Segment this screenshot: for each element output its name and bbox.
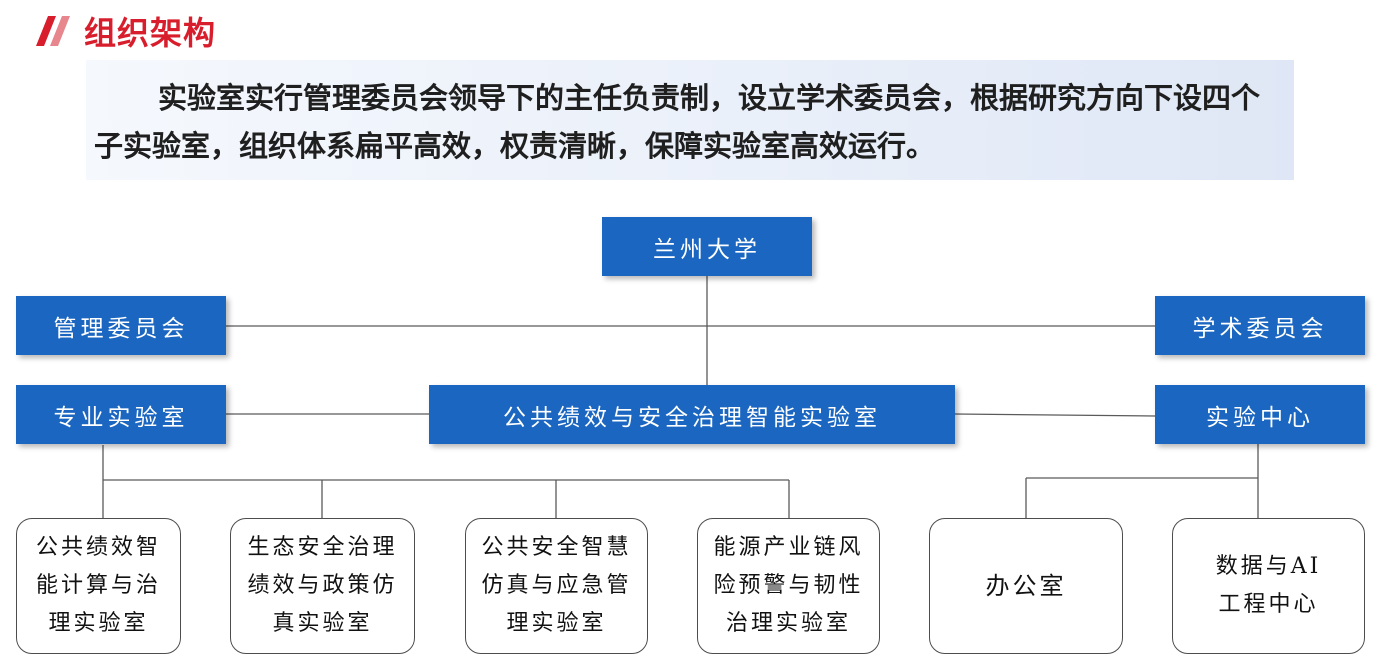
sub-lab-public-safety: 公共安全智慧 仿真与应急管 理实验室 bbox=[465, 518, 648, 654]
center-data-ai: 数据与AI 工程中心 bbox=[1172, 518, 1365, 654]
page-title: 组织架构 bbox=[84, 14, 217, 52]
academic-committee: 学术委员会 bbox=[1155, 296, 1365, 355]
main-lab: 公共绩效与安全治理智能实验室 bbox=[429, 385, 955, 444]
sub-lab-ecological-security: 生态安全治理 绩效与政策仿 真实验室 bbox=[230, 518, 415, 654]
center-office: 办公室 bbox=[929, 518, 1123, 654]
sub-lab-public-performance: 公共绩效智 能计算与治 理实验室 bbox=[16, 518, 181, 654]
intro-panel: 实验室实行管理委员会领导下的主任负责制，设立学术委员会，根据研究方向下设四个子实… bbox=[86, 60, 1294, 180]
intro-text: 实验室实行管理委员会领导下的主任负责制，设立学术委员会，根据研究方向下设四个子实… bbox=[94, 81, 1261, 163]
sub-lab-energy-chain: 能源产业链风 险预警与韧性 治理实验室 bbox=[697, 518, 880, 654]
root-lanzhou-university: 兰州大学 bbox=[602, 217, 812, 276]
professional-labs: 专业实验室 bbox=[16, 385, 226, 444]
experiment-center: 实验中心 bbox=[1155, 385, 1365, 444]
title-slash-icon bbox=[36, 16, 70, 46]
management-committee: 管理委员会 bbox=[16, 296, 226, 355]
